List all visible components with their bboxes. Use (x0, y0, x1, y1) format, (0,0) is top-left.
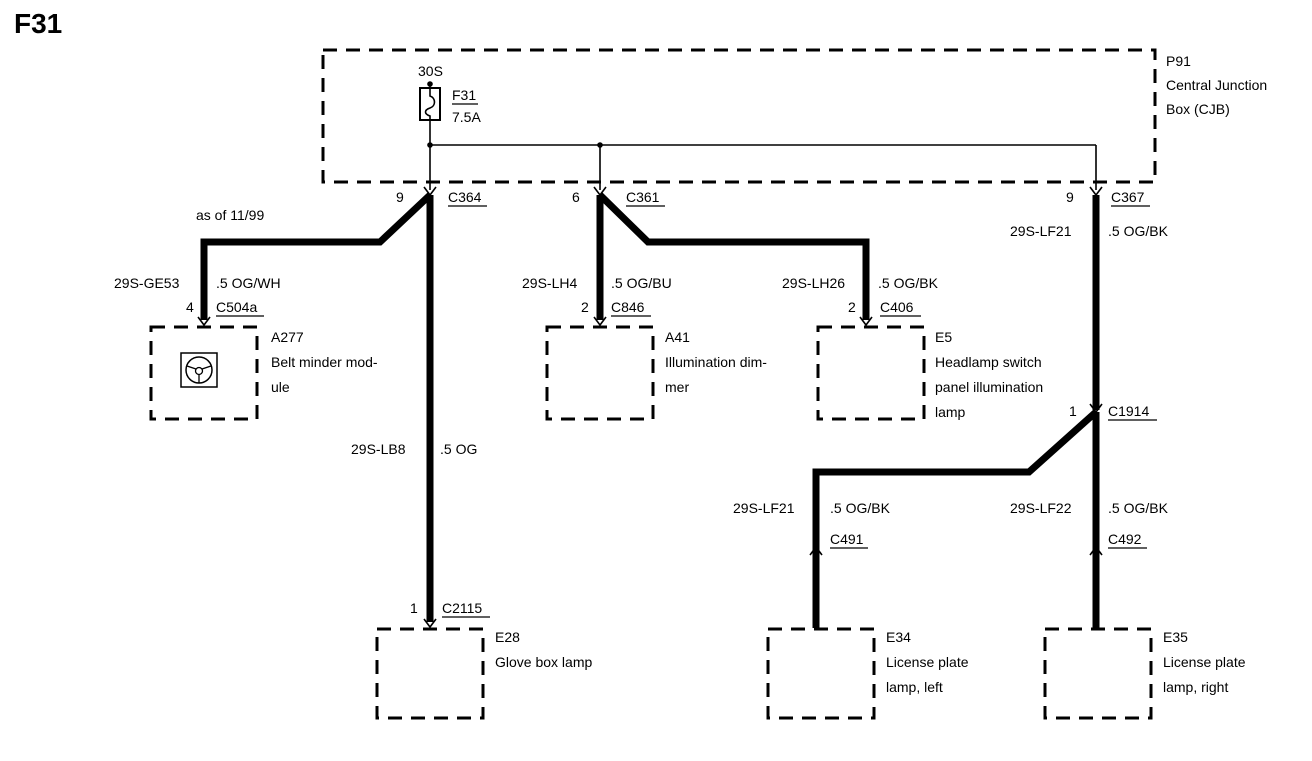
bus-node (427, 142, 433, 148)
connector-c367-pin: 9 (1066, 189, 1074, 205)
component-a277-name-line1: Belt minder mod- (271, 354, 378, 370)
connector-c491-id: C491 (830, 531, 864, 547)
component-e35-id: E35 (1163, 629, 1188, 645)
component-e28-id: E28 (495, 629, 520, 645)
wire-29s-ge53 (200, 192, 433, 320)
connector-c504a-id: C504a (216, 299, 257, 315)
wire-lb8-circuit: 29S-LB8 (351, 441, 406, 457)
connector-c364-pin: 9 (396, 189, 404, 205)
wire-lf21-lower-spec: .5 OG/BK (830, 500, 891, 516)
cjb-id: P91 (1166, 53, 1191, 69)
wire-lh26-circuit: 29S-LH26 (782, 275, 845, 291)
wire-lh26-spec: .5 OG/BK (878, 275, 939, 291)
feed-label: 30S (418, 63, 443, 79)
wire-lf22-spec: .5 OG/BK (1108, 500, 1169, 516)
component-e34-box (766, 627, 876, 720)
connector-c2115-id: C2115 (442, 600, 482, 616)
component-a41-name-line2: mer (665, 379, 689, 395)
diagram-title: F31 (14, 8, 62, 39)
cjb-name-line1: Central Junction (1166, 77, 1267, 93)
steering-wheel-icon (180, 352, 218, 388)
connector-c406-id: C406 (880, 299, 914, 315)
component-e35-name-line2: lamp, right (1163, 679, 1228, 695)
connector-c846-pin: 2 (581, 299, 589, 315)
connector-c846-symbol (593, 316, 607, 327)
wire-ge53-spec: .5 OG/WH (216, 275, 281, 291)
connector-c361-pin: 6 (572, 189, 580, 205)
component-e5-box (816, 325, 926, 421)
connector-c367-id: C367 (1111, 189, 1145, 205)
connector-c406-symbol (859, 316, 873, 327)
wire-lh4-spec: .5 OG/BU (611, 275, 672, 291)
component-a41-id: A41 (665, 329, 690, 345)
connector-c491-symbol (809, 545, 823, 556)
wire-lf21-upper-circuit: 29S-LF21 (1010, 223, 1072, 239)
component-e5-name-line1: Headlamp switch (935, 354, 1042, 370)
component-e5-name-line3: lamp (935, 404, 966, 420)
connector-c1914-pin: 1 (1069, 403, 1077, 419)
fuse-id: F31 (452, 87, 476, 103)
connector-c2115-symbol (423, 618, 437, 629)
component-e28-box (375, 627, 485, 720)
wire-lb8-spec: .5 OG (440, 441, 477, 457)
component-a277-name-line2: ule (271, 379, 290, 395)
cjb-name-line2: Box (CJB) (1166, 101, 1230, 117)
connector-c2115-pin: 1 (410, 600, 418, 616)
connector-c846-id: C846 (611, 299, 645, 315)
component-a277-id: A277 (271, 329, 304, 345)
component-e34-id: E34 (886, 629, 911, 645)
component-e34-name-line2: lamp, left (886, 679, 943, 695)
component-e28-name-line1: Glove box lamp (495, 654, 592, 670)
component-e35-box (1043, 627, 1153, 720)
wire-lf22-circuit: 29S-LF22 (1010, 500, 1072, 516)
wire-29s-lf21-lower (812, 409, 1099, 628)
connector-c504a-symbol (197, 316, 211, 327)
component-e5-name-line2: panel illumination (935, 379, 1043, 395)
wire-lh4-circuit: 29S-LH4 (522, 275, 577, 291)
connector-c492-id: C492 (1108, 531, 1142, 547)
fuse-rating: 7.5A (452, 109, 481, 125)
connector-c361-id: C361 (626, 189, 660, 205)
wire-ge53-circuit: 29S-GE53 (114, 275, 180, 291)
connector-c364-id: C364 (448, 189, 482, 205)
component-e5-id: E5 (935, 329, 952, 345)
component-a41-name-line1: Illumination dim- (665, 354, 767, 370)
connector-c406-pin: 2 (848, 299, 856, 315)
component-a41-box (545, 325, 655, 421)
revision-note: as of 11/99 (196, 207, 264, 223)
connector-c1914-id: C1914 (1108, 403, 1149, 419)
wire-lf21-upper-spec: .5 OG/BK (1108, 223, 1169, 239)
component-e35-name-line1: License plate (1163, 654, 1246, 670)
connector-c492-symbol (1089, 545, 1103, 556)
fuse-element (424, 88, 436, 120)
wire-lf21-lower-circuit: 29S-LF21 (733, 500, 795, 516)
connector-c504a-pin: 4 (186, 299, 194, 315)
component-a277-box (149, 325, 259, 421)
wire-29s-lh26 (597, 192, 870, 320)
component-e34-name-line1: License plate (886, 654, 969, 670)
cjb-box (321, 48, 1157, 184)
